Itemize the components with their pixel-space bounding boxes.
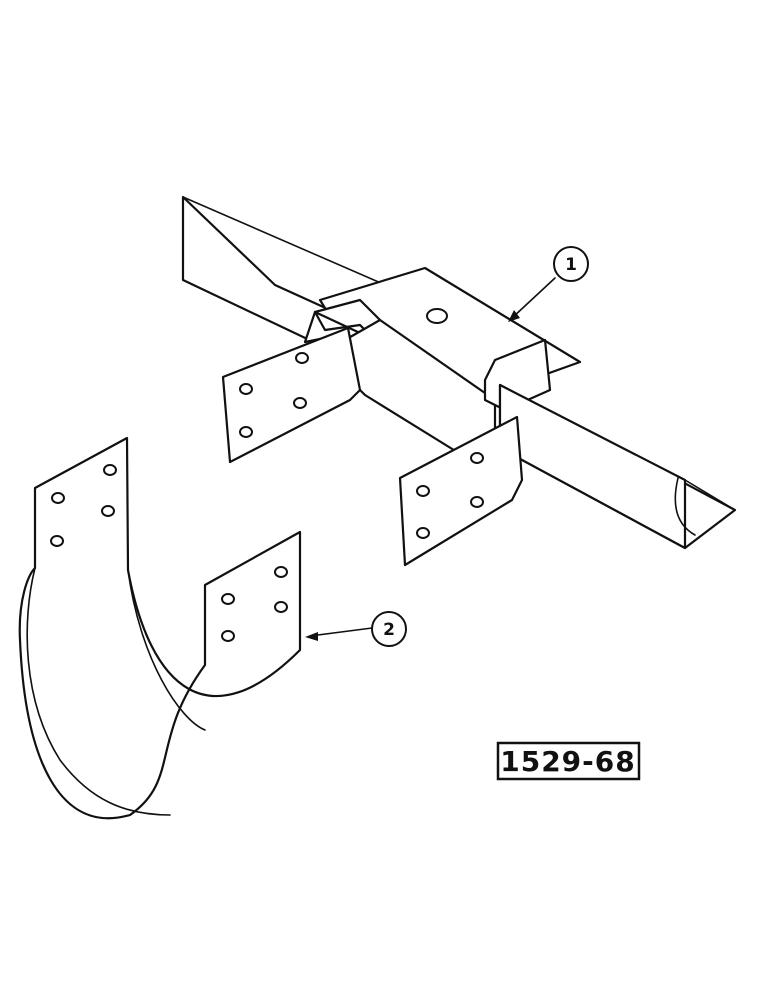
figure-number-box: 1529-68 — [496, 741, 641, 781]
crossbar-assembly — [181, 195, 737, 567]
top-bolt-hole — [426, 308, 448, 324]
figure-number: 1529-68 — [500, 745, 636, 778]
left-mounting-plate — [221, 326, 362, 464]
callout-2: 2 — [371, 611, 407, 647]
callout-1-label: 1 — [565, 255, 577, 275]
right-mounting-plate — [398, 415, 524, 567]
callout-1: 1 — [553, 246, 589, 282]
u-strap — [18, 436, 373, 820]
rear-plate — [181, 195, 332, 347]
callout-2-label: 2 — [383, 620, 395, 640]
